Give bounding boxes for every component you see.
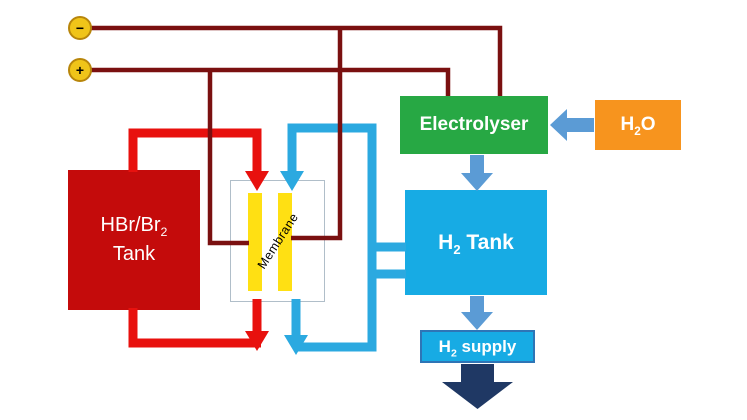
positive-wire-to-electrolyser (91, 67, 451, 96)
electrolyser-to-tank-arrow-icon (461, 155, 493, 191)
hbr-tank-label-line1: HBr/Br2 (100, 214, 168, 239)
negative-terminal-label: − (75, 20, 85, 36)
electrolyser-label: Electrolyser (419, 114, 529, 135)
left-electrode (248, 193, 262, 291)
tank-to-supply-arrow-icon (461, 296, 493, 330)
hbr-feed-pipe (128, 128, 262, 173)
h2-supply-label: H2 supply (438, 336, 517, 359)
h2-tank-label: H2 Tank (438, 230, 514, 257)
h2o-label: H2O (620, 114, 656, 138)
h2-supply-output-arrow-icon (442, 364, 513, 409)
h2-exit-arrow-icon (284, 335, 308, 355)
hbr-exit-arrow-icon (245, 331, 269, 351)
h2-tank-box: H2 Tank (405, 190, 547, 295)
negative-terminal: − (68, 16, 92, 40)
hbr-return-pipe (128, 308, 261, 348)
electrolyser-box: Electrolyser (400, 96, 548, 154)
negative-wire-to-electrolyser (91, 25, 503, 96)
h2o-box: H2O (595, 100, 681, 150)
positive-terminal: + (68, 58, 92, 82)
h2o-to-electrolyser-arrow-icon (550, 109, 594, 141)
h2-supply-box: H2 supply (420, 330, 535, 363)
positive-terminal-label: + (75, 62, 85, 78)
hbr-tank-label-line2: Tank (112, 243, 156, 265)
hbr-br2-tank: HBr/Br2 Tank (68, 170, 200, 310)
membrane-cell: Membrane (230, 180, 325, 302)
